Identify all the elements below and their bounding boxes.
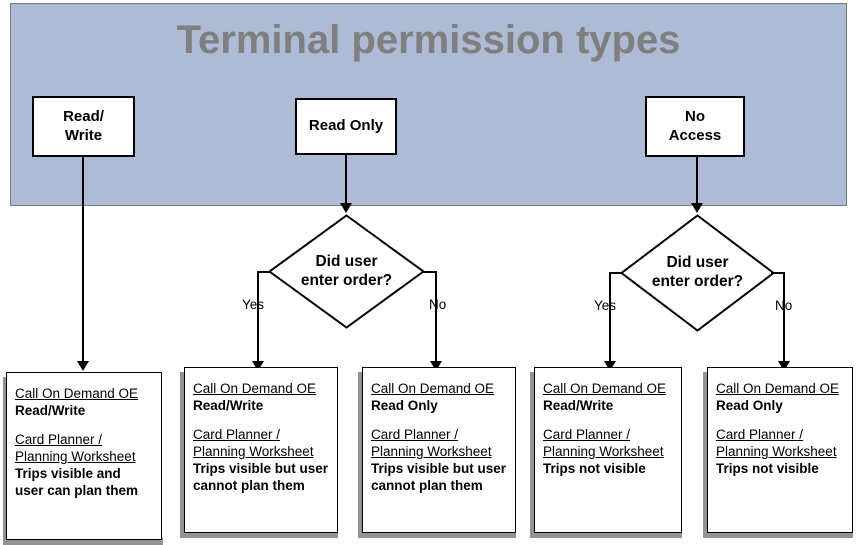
result-group: Card Planner / Planning Worksheet Trips … <box>193 426 329 495</box>
result-group: Call On Demand OE Read/Write <box>543 380 673 415</box>
arrowhead-no-no-access <box>778 361 790 371</box>
branch-label-yes-read-only: Yes <box>242 297 265 312</box>
page-title: Terminal permission types <box>176 18 681 62</box>
result-label: Call On Demand OE <box>543 381 667 396</box>
result-value: Trips visible and user can plan them <box>15 466 139 499</box>
result-label: Card Planner / Planning Worksheet <box>371 426 492 459</box>
result-group: Call On Demand OE Read Only <box>716 380 844 415</box>
result-label: Call On Demand OE <box>716 381 840 396</box>
branch-no-h-read-only <box>422 271 437 273</box>
result-shadow <box>180 531 338 538</box>
result-value: Trips visible but user cannot plan them <box>193 461 329 494</box>
result-label: Card Planner / Planning Worksheet <box>15 431 136 464</box>
arrowhead-yes-read-only <box>252 361 264 371</box>
result-shadow <box>358 531 516 538</box>
branch-label-no-no-access: No <box>775 298 793 313</box>
result-box-no-access-yes[interactable]: Call On Demand OE Read/Write Card Planne… <box>534 367 682 533</box>
branch-label-yes-no-access: Yes <box>594 298 617 313</box>
result-group: Card Planner / Planning Worksheet Trips … <box>543 426 673 478</box>
result-group: Card Planner / Planning Worksheet Trips … <box>15 431 153 500</box>
decision-diamond-no-access[interactable]: Did user enter order? <box>620 214 775 332</box>
result-label: Card Planner / Planning Worksheet <box>193 426 314 459</box>
result-label: Call On Demand OE <box>193 381 317 396</box>
result-value: Read Only <box>716 398 783 414</box>
branch-yes-v-no-access <box>609 272 611 363</box>
connector-no-access-to-decision <box>696 157 698 205</box>
result-value: Trips not visible <box>543 461 646 477</box>
result-group: Card Planner / Planning Worksheet Trips … <box>371 426 507 495</box>
arrowhead-read-write <box>77 361 89 371</box>
result-group: Call On Demand OE Read Only <box>371 380 507 415</box>
branch-label-no-read-only: No <box>429 297 447 312</box>
branch-no-v-read-only <box>435 271 437 363</box>
result-box-no-access-no[interactable]: Call On Demand OE Read Only Card Planner… <box>707 367 853 533</box>
decision-diamond-read-only[interactable]: Did user enter order? <box>268 214 425 329</box>
result-value: Read/Write <box>15 403 86 419</box>
result-value: Read/Write <box>193 398 264 414</box>
result-box-read-only-yes[interactable]: Call On Demand OE Read/Write Card Planne… <box>184 367 338 533</box>
arrowhead-no-access <box>691 203 703 213</box>
result-group: Call On Demand OE Read/Write <box>15 385 153 420</box>
permission-box-read-write[interactable]: Read/ Write <box>32 96 135 157</box>
result-box-read-only-no[interactable]: Call On Demand OE Read Only Card Planner… <box>362 367 516 533</box>
result-shadow <box>530 531 682 538</box>
result-value: Read/Write <box>543 398 614 414</box>
result-label: Card Planner / Planning Worksheet <box>716 426 837 459</box>
arrowhead-no-read-only <box>430 361 442 371</box>
result-group: Card Planner / Planning Worksheet Trips … <box>716 426 844 478</box>
result-shadow <box>703 531 853 538</box>
result-label: Card Planner / Planning Worksheet <box>543 426 664 459</box>
connector-read-write-to-result <box>82 157 84 363</box>
arrowhead-yes-no-access <box>604 361 616 371</box>
branch-no-v-no-access <box>783 272 785 363</box>
branch-yes-h-read-only <box>257 271 271 273</box>
result-label: Call On Demand OE <box>15 386 139 401</box>
permission-box-read-only[interactable]: Read Only <box>295 98 397 155</box>
result-box-read-write[interactable]: Call On Demand OE Read/Write Card Planne… <box>6 372 162 540</box>
result-group: Call On Demand OE Read/Write <box>193 380 329 415</box>
result-value: Trips not visible <box>716 461 819 477</box>
connector-read-only-to-decision <box>345 155 347 205</box>
result-label: Call On Demand OE <box>371 381 495 396</box>
branch-yes-h-no-access <box>609 272 623 274</box>
permission-box-no-access[interactable]: No Access <box>645 96 745 157</box>
branch-yes-v-read-only <box>257 271 259 363</box>
result-shadow <box>3 538 163 545</box>
result-value: Read Only <box>371 398 438 414</box>
branch-no-h-no-access <box>771 272 785 274</box>
result-value: Trips visible but user cannot plan them <box>371 461 507 494</box>
arrowhead-read-only <box>340 203 352 213</box>
